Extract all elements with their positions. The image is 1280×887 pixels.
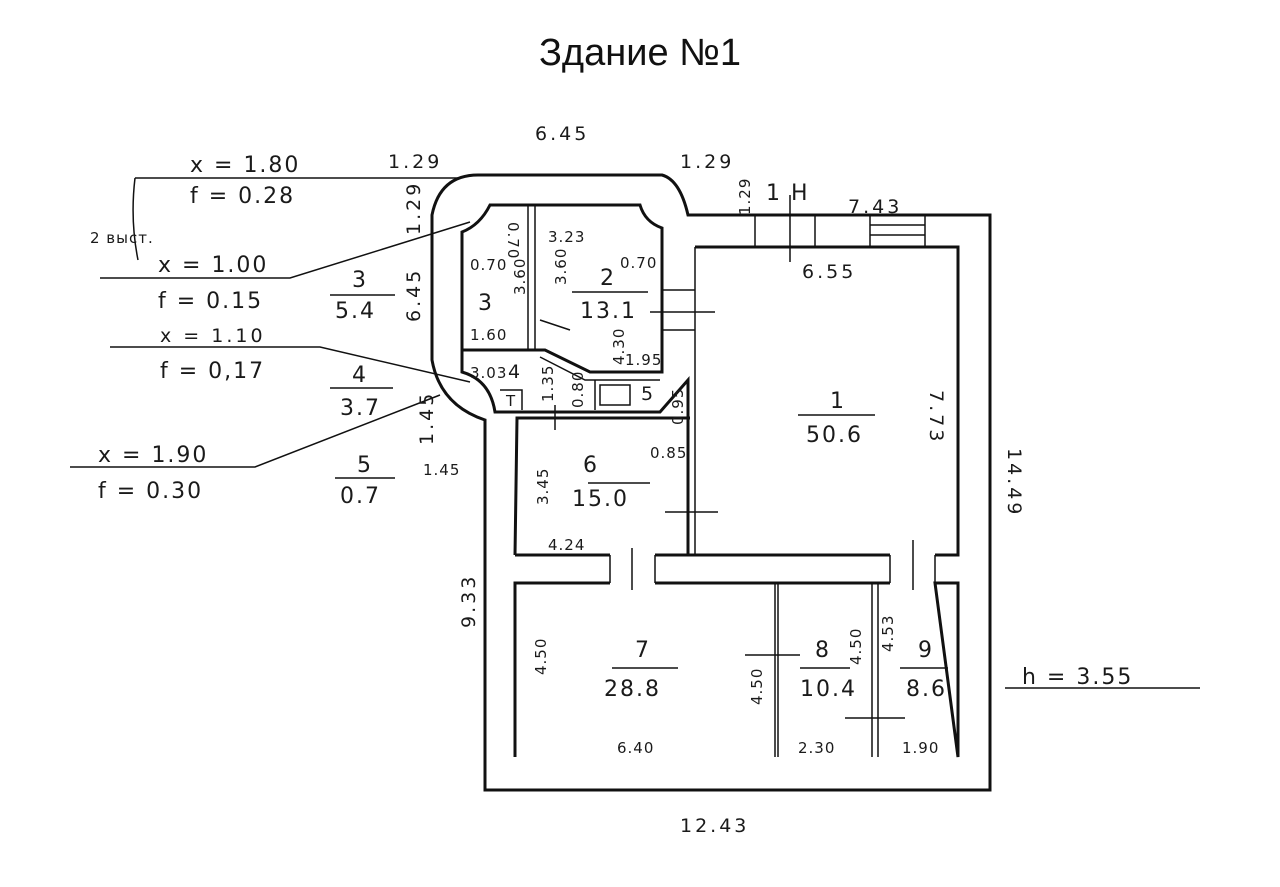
dim: 7.43 bbox=[848, 196, 902, 218]
dim: 2.30 bbox=[798, 739, 835, 757]
side-area-3: 5.4 bbox=[335, 299, 376, 324]
toilet-symbol: Т bbox=[505, 392, 516, 410]
room-8-area: 10.4 bbox=[800, 677, 857, 702]
dim: 3.03 bbox=[470, 364, 507, 382]
room-2-number: 2 bbox=[600, 266, 616, 291]
dim: 0.85 bbox=[650, 444, 687, 462]
room-4-number: 4 bbox=[508, 361, 523, 383]
plan-title: Здание №1 bbox=[538, 32, 742, 74]
leader-lines bbox=[70, 177, 1200, 689]
dim: 4.50 bbox=[532, 638, 550, 675]
dim: 4.24 bbox=[548, 536, 585, 554]
partitions bbox=[500, 195, 936, 757]
dim: 1.45 bbox=[423, 461, 460, 479]
room-1-area: 50.6 bbox=[806, 423, 863, 448]
dim: 4.50 bbox=[847, 628, 865, 665]
title-dim-top: 6.45 bbox=[535, 123, 589, 145]
outer-wall bbox=[430, 173, 992, 792]
side-num-3: 3 bbox=[352, 268, 368, 293]
dim: 4.50 bbox=[748, 668, 766, 705]
dim: 0.70 bbox=[620, 254, 657, 272]
bay-f-4: f = 0.30 bbox=[98, 479, 203, 504]
dim-right: 14.49 bbox=[1003, 448, 1025, 517]
dim: 1.60 bbox=[470, 326, 507, 344]
room-6-area: 15.0 bbox=[572, 487, 629, 512]
dim: 0.80 bbox=[569, 371, 587, 408]
bay-x-2: x = 1.00 bbox=[158, 253, 268, 278]
room-2-area: 13.1 bbox=[580, 299, 637, 324]
bay-x-1: x = 1.80 bbox=[190, 153, 300, 178]
dim: 4.30 bbox=[610, 328, 628, 365]
dim: 1.95 bbox=[625, 351, 662, 369]
bay-f-1: f = 0.28 bbox=[190, 184, 295, 209]
bay-f-2: f = 0.15 bbox=[158, 289, 263, 314]
room-1-number: 1 bbox=[830, 389, 846, 414]
dim-left: 9.33 bbox=[458, 574, 480, 628]
dim: 1.29 bbox=[403, 181, 425, 235]
bay-label: 2 выст. bbox=[90, 229, 154, 247]
room-8-number: 8 bbox=[815, 638, 831, 663]
bay-x-3: x = 1.10 bbox=[160, 325, 266, 347]
dim: 0.70 bbox=[470, 256, 507, 274]
dim: 0.70 bbox=[504, 222, 522, 259]
side-num-5: 5 bbox=[357, 453, 373, 478]
bay-f-3: f = 0,17 bbox=[160, 359, 265, 384]
entrance-label: 1 Н bbox=[766, 181, 810, 206]
inner-wall bbox=[513, 245, 960, 758]
dim: 1.90 bbox=[902, 739, 939, 757]
room-9-number: 9 bbox=[918, 638, 934, 663]
dim: 3.60 bbox=[552, 248, 570, 285]
dim: 6.40 bbox=[617, 739, 654, 757]
dim-bottom: 12.43 bbox=[680, 815, 749, 837]
dim: 7.73 bbox=[925, 390, 947, 444]
dim: 4.53 bbox=[879, 615, 897, 652]
room-5-number: 5 bbox=[641, 383, 656, 405]
dim: 3.45 bbox=[534, 468, 552, 505]
room-9-area: 8.6 bbox=[906, 677, 947, 702]
room-7-number: 7 bbox=[635, 638, 651, 663]
dim: 1.35 bbox=[539, 365, 557, 402]
dim: 1.45 bbox=[416, 391, 438, 445]
dim: 1.29 bbox=[736, 178, 754, 215]
dim: 3.23 bbox=[548, 228, 585, 246]
dim: 6.55 bbox=[802, 261, 856, 283]
tower-interior bbox=[460, 203, 690, 555]
dim: 1.29 bbox=[388, 151, 442, 173]
ceiling-height: h = 3.55 bbox=[1022, 665, 1133, 690]
side-num-4: 4 bbox=[352, 363, 368, 388]
room-7-area: 28.8 bbox=[604, 677, 661, 702]
dim: 0.95 bbox=[669, 388, 687, 425]
dim: 1.29 bbox=[680, 151, 734, 173]
side-area-5: 0.7 bbox=[340, 484, 381, 509]
dim: 3.60 bbox=[511, 258, 529, 295]
room-3-number: 3 bbox=[478, 291, 494, 316]
room-6-number: 6 bbox=[583, 453, 599, 478]
dim: 6.45 bbox=[403, 268, 425, 322]
bay-x-4: x = 1.90 bbox=[98, 443, 208, 468]
side-area-4: 3.7 bbox=[340, 396, 381, 421]
